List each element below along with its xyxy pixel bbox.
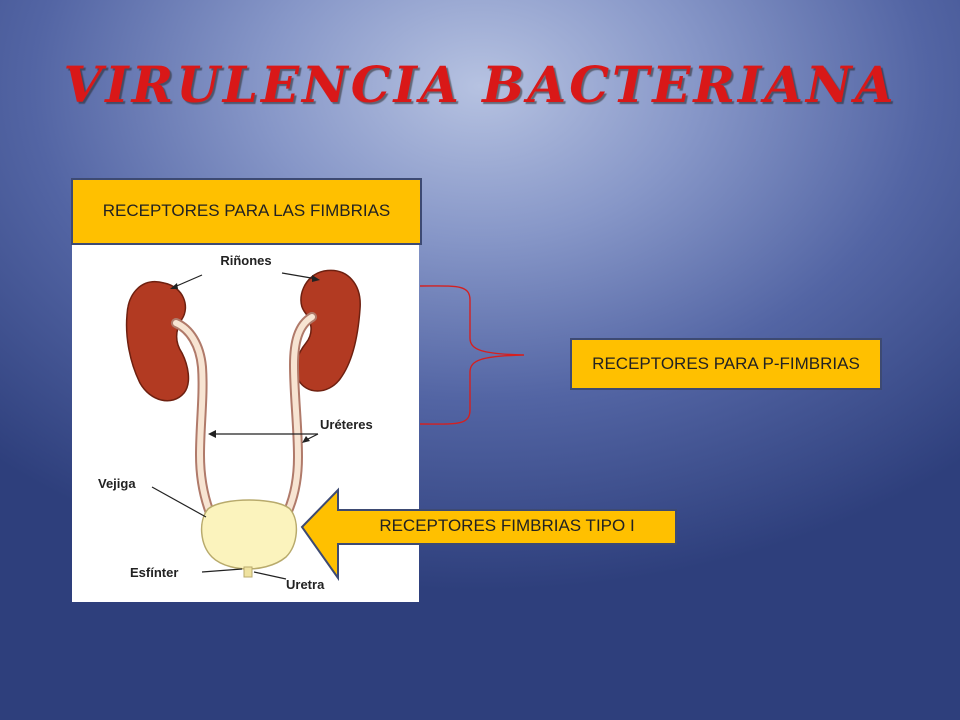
receptors-fimbrias-box: RECEPTORES PARA LAS FIMBRIAS: [71, 178, 422, 245]
slide-title: VIRULENCIA BACTERIANA: [63, 55, 897, 114]
receptors-tipo-i-label: RECEPTORES FIMBRIAS TIPO I: [379, 516, 635, 535]
urinary-tract-diagram: Riñones Uréteres Vejiga Esfínter Uretra: [72, 245, 419, 602]
kidneys-label: Riñones: [220, 253, 271, 268]
sphincter-label: Esfínter: [130, 565, 178, 580]
bladder-shape: [200, 499, 298, 570]
urethra-shape: [243, 566, 253, 578]
ureters-label: Uréteres: [320, 417, 373, 432]
receptors-p-fimbrias-label: RECEPTORES PARA P-FIMBRIAS: [592, 353, 860, 373]
bladder-label: Vejiga: [98, 476, 136, 491]
receptors-p-fimbrias-box: RECEPTORES PARA P-FIMBRIAS: [570, 338, 882, 390]
left-kidney: [125, 281, 190, 402]
receptors-fimbrias-label: RECEPTORES PARA LAS FIMBRIAS: [102, 201, 391, 221]
urethra-label: Uretra: [286, 577, 325, 592]
kidney-ureter-bracket: [419, 285, 525, 425]
